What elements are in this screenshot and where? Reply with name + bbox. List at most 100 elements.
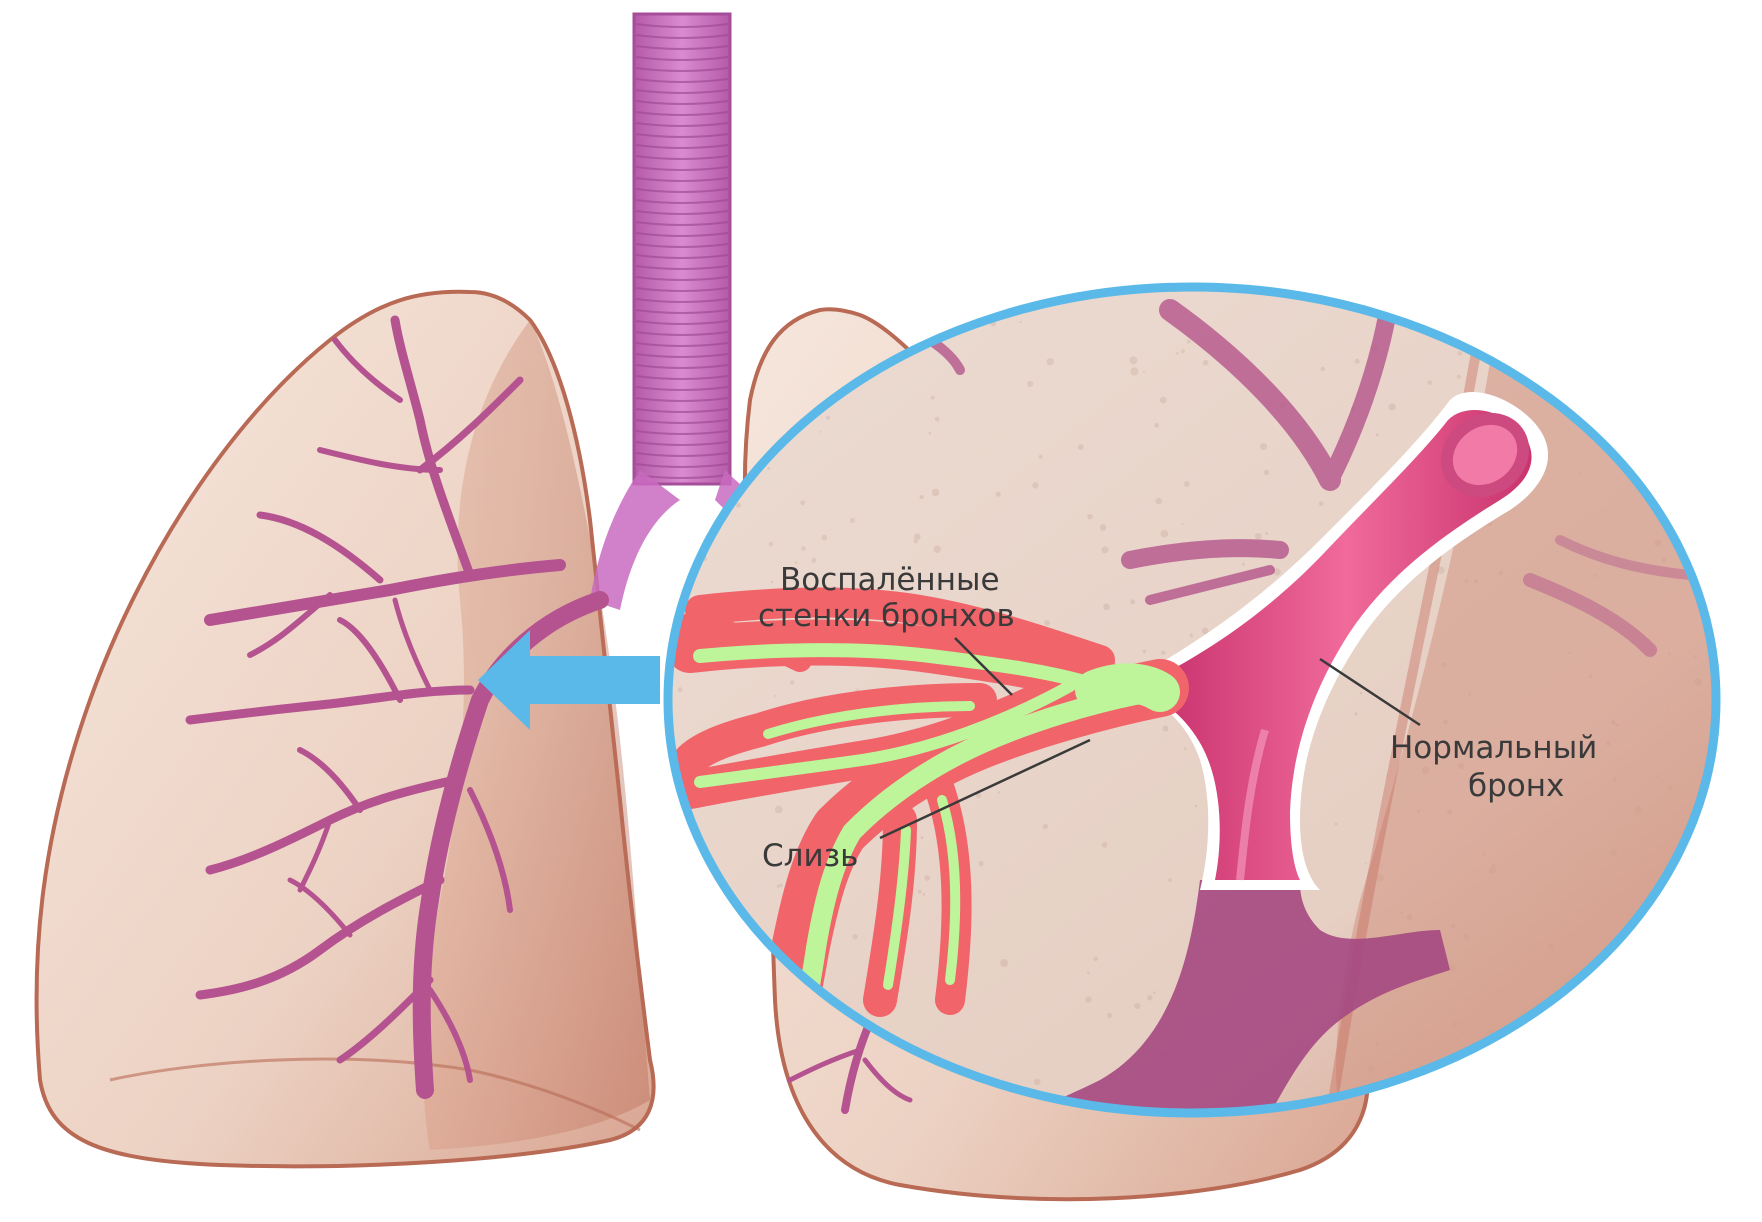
tissue-speckle: [935, 417, 940, 422]
tissue-speckle: [1265, 532, 1268, 535]
tissue-speckle: [767, 467, 770, 470]
tissue-speckle: [1160, 397, 1167, 404]
tissue-speckle: [1107, 1013, 1112, 1018]
tissue-speckle: [1355, 359, 1360, 364]
tissue-speckle: [1143, 650, 1147, 654]
tissue-speckle: [921, 836, 924, 839]
tissue-speckle: [779, 884, 783, 888]
tissue-speckle: [774, 695, 776, 697]
tissue-speckle: [1100, 524, 1107, 531]
tissue-speckle: [850, 518, 855, 523]
tissue-speckle: [769, 542, 774, 547]
tissue-speckle: [826, 416, 830, 420]
tissue-speckle: [1190, 634, 1193, 637]
label-normal-bronchus-line2: бронх: [1468, 768, 1564, 804]
tissue-speckle: [1160, 530, 1168, 538]
tissue-speckle: [1187, 340, 1191, 344]
tissue-speckle: [918, 890, 922, 894]
tissue-speckle: [1195, 805, 1198, 808]
tissue-speckle: [681, 1080, 687, 1086]
tissue-speckle: [1087, 514, 1093, 520]
tissue-speckle: [1019, 321, 1021, 323]
tissue-speckle: [1103, 603, 1110, 610]
tissue-speckle: [1652, 940, 1656, 944]
tissue-speckle: [1034, 1079, 1041, 1086]
tissue-speckle: [1406, 1082, 1408, 1084]
tissue-speckle: [1181, 523, 1183, 525]
tissue-speckle: [1134, 1003, 1140, 1009]
tissue-speckle: [1335, 822, 1338, 825]
tissue-speckle: [931, 396, 935, 400]
tissue-speckle: [1260, 443, 1267, 450]
tissue-speckle: [1683, 441, 1686, 444]
tissue-speckle: [1130, 599, 1135, 604]
tissue-speckle: [1130, 357, 1138, 365]
tissue-speckle: [1085, 996, 1091, 1002]
tissue-speckle: [758, 1000, 764, 1006]
tissue-speckle: [1130, 368, 1138, 376]
tissue-speckle: [1044, 620, 1050, 626]
tissue-speckle: [1181, 349, 1185, 353]
tissue-speckle: [736, 503, 741, 508]
tissue-speckle: [1000, 959, 1008, 967]
tissue-speckle: [1625, 376, 1628, 379]
tissue-speckle: [1671, 935, 1679, 943]
tissue-speckle: [928, 432, 931, 435]
tissue-speckle: [678, 687, 683, 692]
tissue-speckle: [933, 545, 941, 553]
tissue-speckle: [822, 535, 828, 541]
tissue-speckle: [1102, 842, 1108, 848]
magnifier-zoom-view: [668, 270, 1740, 1130]
tissue-speckle: [1699, 826, 1702, 829]
tissue-speckle: [1242, 563, 1245, 566]
tissue-speckle: [849, 299, 856, 306]
tissue-speckle: [1701, 975, 1708, 982]
tissue-speckle: [1168, 878, 1172, 882]
tissue-speckle: [1184, 481, 1190, 487]
tissue-speckle: [1360, 692, 1363, 695]
tissue-speckle: [1354, 712, 1357, 715]
tissue-speckle: [914, 533, 921, 540]
tissue-speckle: [1657, 300, 1661, 304]
tissue-speckle: [1428, 380, 1433, 385]
tissue-speckle: [1153, 991, 1156, 994]
tissue-speckle: [1389, 403, 1396, 410]
label-inflamed-walls-line2: стенки бронхов: [758, 598, 1015, 634]
tissue-speckle: [1674, 1038, 1681, 1045]
tissue-speckle: [922, 893, 925, 896]
tissue-speckle: [1636, 324, 1643, 331]
tissue-speckle: [1093, 957, 1098, 962]
tissue-speckle: [996, 492, 1001, 497]
tissue-speckle: [775, 806, 783, 814]
tissue-speckle: [1087, 972, 1090, 975]
tissue-speckle: [1457, 375, 1461, 379]
tissue-speckle: [1203, 360, 1209, 366]
tissue-speckle: [686, 903, 691, 908]
tissue-speckle: [1078, 444, 1084, 450]
tissue-speckle: [1376, 433, 1379, 436]
tissue-speckle: [1176, 352, 1179, 355]
tissue-speckle: [1184, 747, 1187, 750]
tissue-speckle: [1147, 995, 1153, 1001]
tissue-speckle: [1707, 310, 1709, 312]
tissue-speckle: [1321, 367, 1325, 371]
tissue-speckle: [1591, 1056, 1595, 1060]
tissue-speckle: [771, 581, 773, 583]
tissue-speckle: [760, 1039, 763, 1042]
label-mucus: Слизь: [762, 838, 858, 874]
tissue-speckle: [1458, 351, 1462, 355]
tissue-speckle: [1143, 371, 1145, 373]
tissue-speckle: [914, 539, 918, 543]
tissue-speckle: [1627, 433, 1630, 436]
tissue-speckle: [1039, 455, 1043, 459]
tissue-speckle: [852, 934, 857, 939]
tissue-speckle: [1255, 533, 1262, 540]
left-lung: [37, 292, 654, 1167]
tissue-speckle: [728, 1047, 736, 1055]
tissue-speckle: [1365, 863, 1367, 865]
tissue-speckle: [1620, 391, 1626, 397]
tissue-speckle: [970, 298, 975, 303]
label-normal-bronchus-line1: Нормальный: [1390, 730, 1597, 766]
tissue-speckle: [1605, 382, 1609, 386]
